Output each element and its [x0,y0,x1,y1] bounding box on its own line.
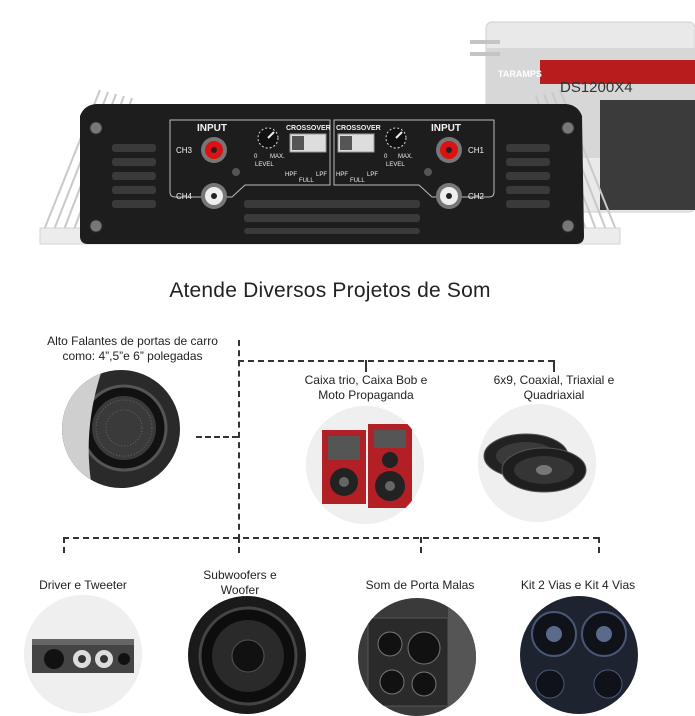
ch2-label: CH2 [468,192,485,201]
coaxial-speakers-image [478,404,596,522]
rca-jack-ch4[interactable] [201,183,227,209]
level-max-left: MAX. [270,154,285,160]
trunk-sound-image [358,598,476,716]
crossover-label-right: CROSSOVER [336,125,381,132]
connector [238,340,240,540]
level-label-left: LEVEL [255,162,274,168]
connector [63,537,599,539]
connector [196,436,238,438]
model-name: DS1200X4 [560,79,633,96]
ch3-label: CH3 [176,146,193,155]
connector [365,360,367,372]
input-label-right: INPUT [431,123,461,134]
caption-door-speakers: Alto Falantes de portas de carro como: 4… [47,334,218,363]
level-min-right: 0 [384,154,388,160]
section-heading: Atende Diversos Projetos de Som [169,279,491,302]
lpf-label-left: LPF [316,172,327,178]
hpf-label-left: HPF [285,172,297,178]
speaker-boxes-image [306,406,424,524]
kit-speakers-image [520,596,638,714]
connector [238,537,240,553]
full-label-left: FULL [299,178,314,184]
connector [598,537,600,553]
rca-jack-ch1[interactable] [436,137,462,163]
connector [238,360,554,362]
hpf-label-right: HPF [336,172,348,178]
ch1-label: CH1 [468,146,485,155]
level-knob-left[interactable] [257,127,279,149]
connector [420,537,422,553]
rca-jack-ch2[interactable] [436,183,462,209]
brand-logo: TARAMPS [498,69,542,79]
level-max-right: MAX. [398,154,413,160]
crossover-label-left: CROSSOVER [286,125,331,132]
connector [63,537,65,553]
caption-boxes: Caixa trio, Caixa Bob e Moto Propaganda [304,373,428,402]
level-min-left: 0 [254,154,258,160]
level-knob-right[interactable] [385,127,407,149]
lpf-label-right: LPF [367,172,378,178]
caption-driver: Driver e Tweeter [39,578,127,592]
amplifier-image: INPUT INPUT CROSSOVER CROSSOVER CH3 CH4 … [39,21,695,245]
ch4-label: CH4 [176,192,193,201]
door-speaker-image [62,370,180,488]
caption-trunk: Som de Porta Malas [365,578,475,592]
connector [553,360,555,372]
level-label-right: LEVEL [386,162,405,168]
subwoofer-image [188,596,306,714]
input-label-left: INPUT [197,123,227,134]
caption-coaxial: 6x9, Coaxial, Triaxial e Quadriaxial [493,373,615,402]
caption-kits: Kit 2 Vias e Kit 4 Vias [520,578,636,592]
rca-jack-ch3[interactable] [201,137,227,163]
full-label-right: FULL [350,178,365,184]
caption-subwoofers: Subwoofers e Woofer [203,568,277,597]
driver-tweeter-image [24,595,142,713]
